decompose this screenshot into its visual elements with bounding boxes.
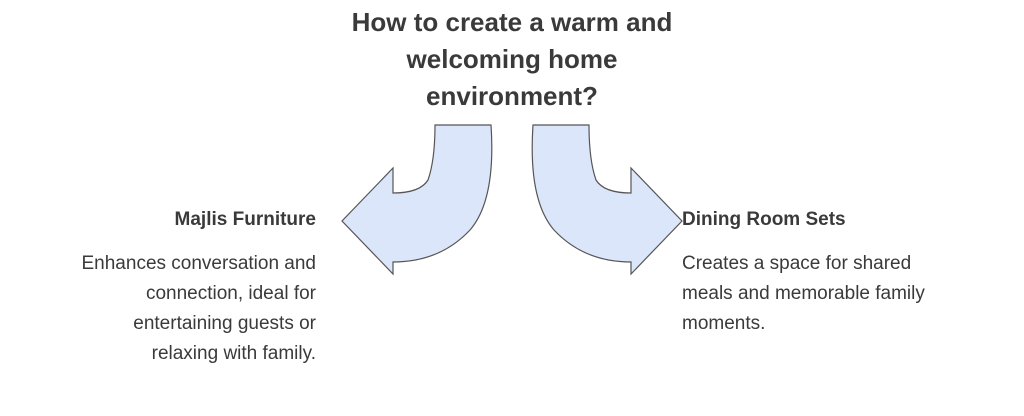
option-description-dining-room-sets: Creates a space for shared meals and mem… [682,253,925,334]
option-heading-majlis-furniture: Majlis Furniture [174,209,316,230]
option-description-majlis-furniture: Enhances conversation and connection, id… [81,253,317,364]
diagram-title: How to create a warm and welcoming home … [351,7,673,111]
option-heading-dining-room-sets: Dining Room Sets [682,209,846,230]
right-curved-arrow-icon [531,124,683,276]
left-curved-arrow-icon [341,124,493,276]
